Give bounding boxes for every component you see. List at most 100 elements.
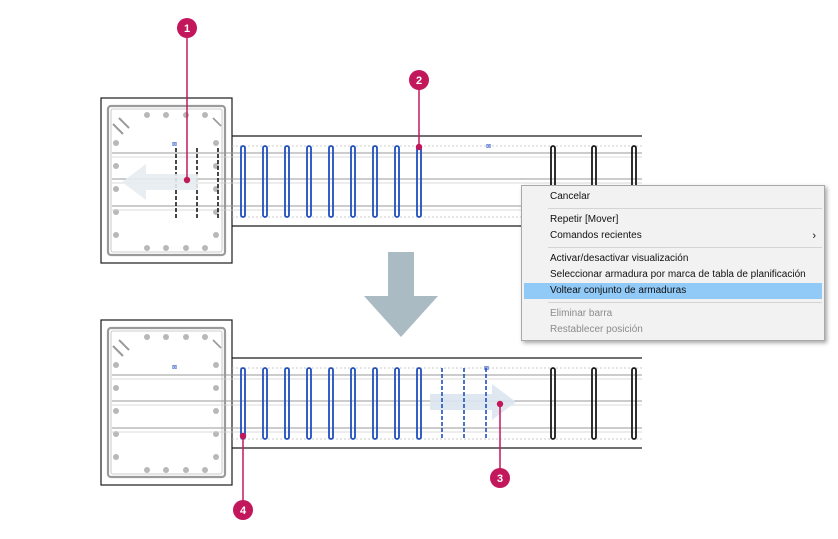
- column-bar: [113, 186, 119, 192]
- menu-separator: [548, 302, 822, 303]
- blue-stirrup: [350, 145, 356, 218]
- bottom-column-bars: [113, 334, 219, 473]
- column-bar: [213, 454, 219, 460]
- top-hook-line: [212, 117, 222, 127]
- black-stirrup: [550, 367, 556, 440]
- column-bar: [163, 467, 169, 473]
- callout-label: 4: [240, 505, 247, 517]
- bottom-dashed-stirrups: [441, 368, 487, 440]
- column-bar: [113, 209, 119, 215]
- svg-text:⊠: ⊠: [486, 143, 491, 150]
- flip-left-arrow: [122, 164, 198, 200]
- column-bar: [163, 245, 169, 251]
- menu-item-flip-rebar-set[interactable]: Voltear conjunto de armaduras: [524, 283, 822, 299]
- black-stirrup: [591, 367, 597, 440]
- column-bar: [213, 140, 219, 146]
- column-bar: [202, 245, 208, 251]
- menu-item-repeat-move[interactable]: Repetir [Mover]: [550, 214, 619, 225]
- menu-separator: [548, 208, 822, 209]
- menu-item-recent-commands[interactable]: Comandos recientes ›: [524, 228, 822, 244]
- blue-stirrup: [240, 145, 246, 218]
- column-bar: [202, 467, 208, 473]
- top-column-bars: [113, 112, 219, 251]
- bottom-hook-line: [118, 339, 130, 351]
- column-bar: [213, 431, 219, 437]
- menu-item-select-by-schedule-mark[interactable]: Seleccionar armadura por marca de tabla …: [550, 269, 806, 280]
- column-bar: [213, 408, 219, 414]
- blue-stirrup: [394, 145, 400, 218]
- menu-item-toggle-visibility[interactable]: Activar/desactivar visualización: [550, 253, 689, 264]
- blue-stirrup: [328, 367, 334, 440]
- column-bar: [113, 408, 119, 414]
- column-bar: [113, 140, 119, 146]
- column-bar: [163, 334, 169, 340]
- context-menu: Cancelar Repetir [Mover] Comandos recien…: [521, 185, 825, 341]
- blue-stirrup: [284, 367, 290, 440]
- column-bar: [213, 385, 219, 391]
- top-column-stirrup-inner: [110, 108, 223, 253]
- column-bar: [113, 454, 119, 460]
- column-bar: [183, 112, 189, 118]
- column-bar: [163, 112, 169, 118]
- bottom-hook-line: [112, 345, 124, 357]
- column-bar: [144, 334, 150, 340]
- blue-stirrup: [372, 367, 378, 440]
- bottom-blue-stirrups: [240, 367, 422, 440]
- column-bar: [113, 232, 119, 238]
- column-bar: [213, 362, 219, 368]
- callout-label: 2: [416, 75, 422, 87]
- bottom-column-stirrup: [106, 326, 227, 479]
- flip-right-arrow: [430, 384, 516, 420]
- top-hook-line: [118, 117, 130, 129]
- blue-stirrup: [350, 367, 356, 440]
- menu-separator: [548, 247, 822, 248]
- column-bar: [113, 431, 119, 437]
- blue-stirrup: [328, 145, 334, 218]
- bottom-black-stirrups: [550, 367, 637, 440]
- callout-marker: [490, 468, 510, 488]
- column-bar: [183, 245, 189, 251]
- callout-label: 3: [497, 473, 503, 485]
- black-stirrup: [631, 367, 637, 440]
- top-hook-line: [112, 123, 124, 135]
- chevron-right-icon: ›: [812, 230, 816, 242]
- column-bar: [113, 163, 119, 169]
- menu-item-delete-bar[interactable]: Eliminar barra: [550, 308, 613, 319]
- callout-marker: [409, 70, 429, 90]
- top-column-stirrup: [106, 104, 227, 257]
- column-bar: [202, 112, 208, 118]
- bottom-view: ⊠ ⊠: [100, 319, 642, 486]
- column-bar: [113, 362, 119, 368]
- column-bar: [144, 112, 150, 118]
- svg-text:⊠: ⊠: [172, 141, 177, 148]
- bottom-column: [100, 319, 233, 486]
- menu-item-label: Comandos recientes: [550, 230, 642, 241]
- blue-stirrup: [262, 145, 268, 218]
- column-bar: [183, 334, 189, 340]
- callout-label: 1: [184, 23, 190, 35]
- column-bar: [144, 467, 150, 473]
- bottom-hook-line: [212, 339, 222, 349]
- column-bar: [183, 467, 189, 473]
- bottom-column-stirrup-inner: [110, 330, 223, 475]
- callout-marker: [233, 500, 253, 520]
- column-bar: [213, 232, 219, 238]
- blue-stirrup: [306, 367, 312, 440]
- column-bar: [202, 334, 208, 340]
- callout-marker: [177, 18, 197, 38]
- column-bar: [144, 245, 150, 251]
- callouts: 1 2 3 4: [177, 18, 510, 520]
- svg-text:⊠: ⊠: [172, 364, 177, 371]
- blue-stirrup: [262, 367, 268, 440]
- svg-text:⊠: ⊠: [484, 365, 489, 372]
- menu-item-cancel[interactable]: Cancelar: [550, 191, 591, 202]
- blue-stirrup: [372, 145, 378, 218]
- blue-stirrup: [284, 145, 290, 218]
- blue-stirrup: [416, 367, 422, 440]
- column-bar: [113, 385, 119, 391]
- down-arrow: [364, 252, 438, 337]
- blue-stirrup: [394, 367, 400, 440]
- top-column: [100, 97, 233, 264]
- menu-item-reset-position[interactable]: Restablecer posición: [550, 324, 643, 335]
- blue-stirrup: [306, 145, 312, 218]
